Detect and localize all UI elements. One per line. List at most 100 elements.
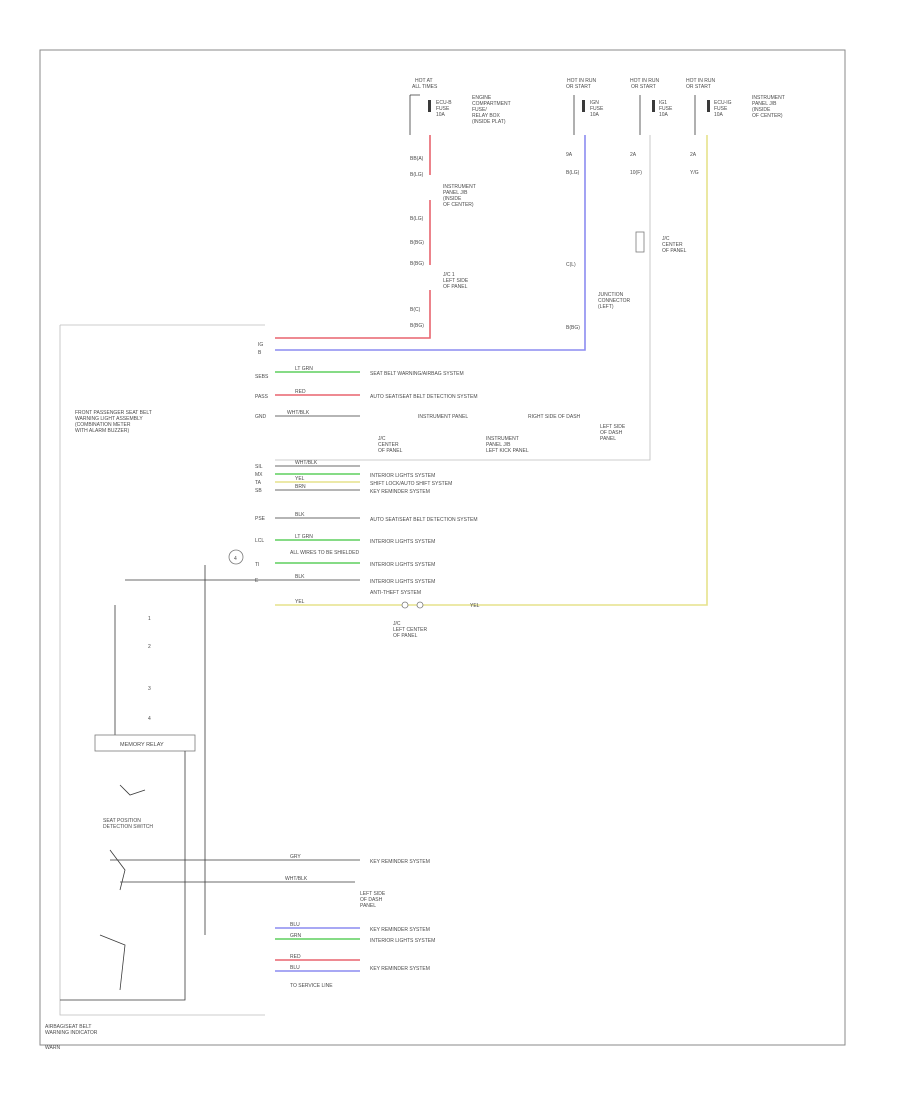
module-pins: IG B SEBS PASS GND SIL MX TA SB PSE LCL … xyxy=(255,342,269,584)
jc-label: PANEL J/B xyxy=(486,442,511,448)
module-label: WITH ALARM BUZZER) xyxy=(75,428,130,434)
wire-destination: INTERIOR LIGHTS SYSTEM xyxy=(370,579,435,585)
jc-label: CENTER xyxy=(378,442,399,448)
jb-label: INSTRUMENT xyxy=(443,184,476,190)
diagram-border xyxy=(39,49,846,1046)
connector-label: C(L) xyxy=(566,262,576,268)
internal-circuit: 1 2 3 4 MEMORY RELAY SEAT POSITION DETEC… xyxy=(60,565,206,1001)
pin-label: 4 xyxy=(148,716,151,722)
pin-label: TA xyxy=(255,480,262,486)
page-number: WARN xyxy=(45,1045,60,1051)
connector-label: B(LG) xyxy=(566,170,580,176)
jc-label: J/C xyxy=(662,236,670,242)
fuse-desc: PANEL J/B xyxy=(752,101,777,107)
module-label: WARNING INDICATOR xyxy=(45,1030,98,1036)
wire-color-label: YEL xyxy=(470,603,480,609)
fuse-hot-at-all-times: HOT AT ALL TIMES ECU-B FUSE 10A ENGINE C… xyxy=(409,78,511,135)
wire-destination: AUTO SEAT/SEAT BELT DETECTION SYSTEM xyxy=(370,517,478,523)
pin-label: 1 xyxy=(148,616,151,622)
ig1-wire: 2A 10(F) J/C CENTER OF PANEL xyxy=(275,135,687,461)
fuse-hot-in-run-3: HOT IN RUN OR START ECU-IG FUSE 10A INST… xyxy=(686,78,785,135)
fuse-name: ECU-B xyxy=(436,100,452,106)
pin-label: E xyxy=(255,578,259,584)
blue-supply-wire: 9A B(LG) C(L) B(BG) JUNCTION CONNECTOR (… xyxy=(275,135,631,351)
fuse-name: FUSE xyxy=(436,106,450,112)
ground-label: OF DASH xyxy=(360,897,383,903)
fuse-title: HOT IN RUN xyxy=(686,78,715,84)
fuse-title: HOT IN RUN xyxy=(630,78,659,84)
wire-destination: INTERIOR LIGHTS SYSTEM xyxy=(370,938,435,944)
wire-color-label: GRY xyxy=(290,854,301,860)
wire-destination: SHIFT LOCK/AUTO SHIFT SYSTEM xyxy=(370,481,452,487)
module-label: (COMBINATION METER xyxy=(75,422,131,428)
jc-label: (LEFT) xyxy=(598,304,614,310)
pin-label: SB xyxy=(255,488,262,494)
fuse-name: ECU-IG xyxy=(714,100,732,106)
connector-label: Y/G xyxy=(690,170,699,176)
wire-destination: ANTI-THEFT SYSTEM xyxy=(370,590,421,596)
fuse-title: OR START xyxy=(686,84,711,90)
pin-label: 3 xyxy=(148,686,151,692)
module-label: AIRBAG/SEAT BELT xyxy=(45,1024,91,1030)
wire-color-label: BLU xyxy=(290,922,300,928)
connector-label: B(C) xyxy=(410,307,421,313)
pin-label: PASS xyxy=(255,394,269,400)
jb-label: PANEL J/B xyxy=(443,190,468,196)
jb-label: (INSIDE xyxy=(443,196,462,202)
connector-label: 2A xyxy=(690,152,697,158)
wire-color-label: WHT/BLK xyxy=(285,876,308,882)
fuse-title: OR START xyxy=(566,84,591,90)
jc-label: J/C xyxy=(393,621,401,627)
red-supply-wire: BB(A) B(LG) B(LG) B(BG) B(BG) B(C) B(BG)… xyxy=(275,135,476,339)
switch-label: SEAT POSITION xyxy=(103,818,141,824)
wire-destination: INSTRUMENT PANEL xyxy=(418,414,468,420)
pin-label: SIL xyxy=(255,464,263,470)
jc-label: J/C 1 xyxy=(443,272,455,278)
fuse-name: FUSE xyxy=(659,106,673,112)
fuse-amp: 10A xyxy=(590,112,600,118)
fuse-desc: INSTRUMENT xyxy=(752,95,785,101)
ground-label: LEFT SIDE xyxy=(600,424,626,430)
ground-label: PANEL xyxy=(600,436,616,442)
jc-label: J/C xyxy=(378,436,386,442)
jc-label: LEFT SIDE xyxy=(443,278,469,284)
ground-label: PANEL xyxy=(360,903,376,909)
wire-destination: KEY REMINDER SYSTEM xyxy=(370,927,430,933)
ecu-ig-wire: 2A Y/G YEL J/C LEFT CENTER OF PANEL xyxy=(275,135,708,639)
wire-destination: KEY REMINDER SYSTEM xyxy=(370,966,430,972)
wire-color-label: WHT/BLK xyxy=(287,410,310,416)
fuse-desc: COMPARTMENT xyxy=(472,101,511,107)
fuse-title: ALL TIMES xyxy=(412,84,438,90)
wire-color-label: LT GRN xyxy=(295,366,313,372)
wire-color-label: BLK xyxy=(295,512,305,518)
jc-label: LEFT KICK PANEL xyxy=(486,448,529,454)
reference-marker: 4 xyxy=(228,549,244,565)
connector-label: B(BG) xyxy=(566,325,580,331)
connector-label: 10(F) xyxy=(630,170,642,176)
wire-destination: KEY REMINDER SYSTEM xyxy=(370,859,430,865)
fuse-hot-in-run-1: HOT IN RUN OR START IGN FUSE 10A xyxy=(566,78,604,135)
memory-relay-box xyxy=(94,734,196,752)
fuse-title: HOT AT xyxy=(415,78,433,84)
wire-color-label: LT GRN xyxy=(295,534,313,540)
connector-label: B(BG) xyxy=(410,261,424,267)
wire-color-label: GRN xyxy=(290,933,302,939)
ground-label: LEFT SIDE xyxy=(360,891,386,897)
wire-destination: INTERIOR LIGHTS SYSTEM xyxy=(370,539,435,545)
wire-destination: KEY REMINDER SYSTEM xyxy=(370,489,430,495)
fuse-desc: OF CENTER) xyxy=(752,113,783,119)
fuse-desc: ENGINE xyxy=(472,95,492,101)
fuse-desc: FUSE/ xyxy=(472,107,487,113)
fuse-desc: (INSIDE xyxy=(752,107,771,113)
output-wires: LT GRN SEAT BELT WARNING/AIRBAG SYSTEM R… xyxy=(125,366,626,605)
connector-label: B(BG) xyxy=(410,323,424,329)
wire-color-label: RED xyxy=(290,954,301,960)
pin-label: LCL xyxy=(255,538,264,544)
wire-color-label: YEL xyxy=(295,476,305,482)
wire-color-label: BLU xyxy=(290,965,300,971)
fuse-amp: 10A xyxy=(714,112,724,118)
switch-label: DETECTION SWITCH xyxy=(103,824,153,830)
connector-label: BB(A) xyxy=(410,156,424,162)
module-label: WARNING LIGHT ASSEMBLY xyxy=(75,416,143,422)
wire-destination: INTERIOR LIGHTS SYSTEM xyxy=(370,562,435,568)
